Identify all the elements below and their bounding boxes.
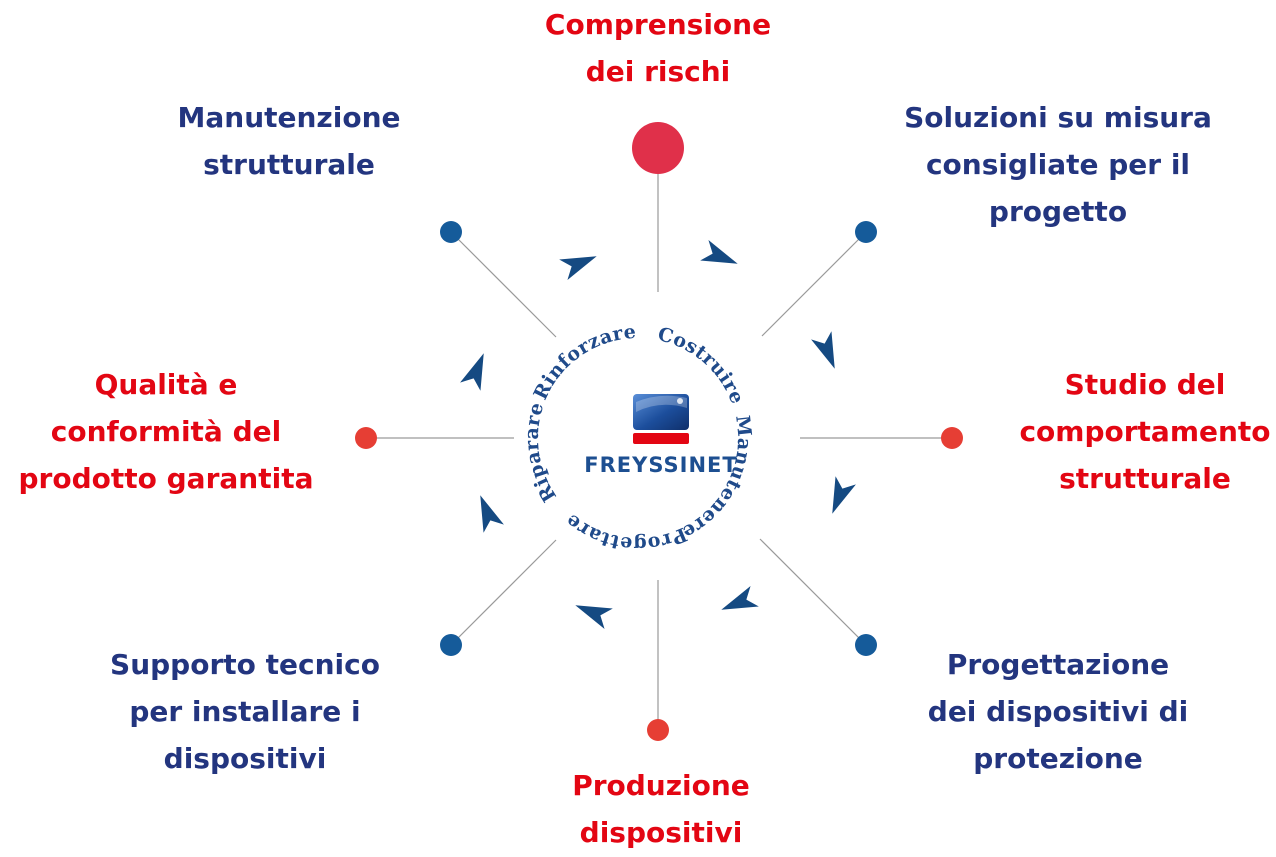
arrow-head-icon (832, 476, 856, 514)
label-soluzioni-su-misura: Soluzioni su misura consigliate per il p… (904, 101, 1212, 228)
spoke-top-right (761, 231, 867, 337)
arrow-head-icon (700, 240, 738, 264)
label-qualita-e-conformita: Qualità e conformità del prodotto garant… (18, 368, 314, 495)
node-studio (941, 427, 963, 449)
arrow-head-icon (559, 256, 597, 280)
node-soluzioni (855, 221, 877, 243)
spoke-bottom-left (450, 539, 557, 646)
ring-word-progettare: Progettare (561, 509, 690, 555)
ring-word-riparare: Riparare (521, 400, 561, 506)
spoke-lines (366, 148, 952, 730)
arrow-head-icon (460, 353, 484, 391)
label-progettazione-dispositivi: Progettazione dei dispositivi di protezi… (927, 648, 1189, 775)
node-progettazione (855, 634, 877, 656)
node-qualita (355, 427, 377, 449)
node-supporto (440, 634, 462, 656)
arrow-head-icon (721, 586, 759, 610)
spoke-bottom-right (759, 538, 867, 646)
ring-word-rinforzare: Rinforzare (529, 321, 637, 403)
brand-name: FREYSSINET (584, 453, 737, 477)
freyssinet-logo-icon (633, 394, 689, 444)
label-comprensione-dei-rischi: Comprensione dei rischi (544, 8, 772, 88)
spoke-top-left (450, 231, 557, 338)
node-manutenzione (440, 221, 462, 243)
label-produzione-dispositivi: Produzione dispositivi (572, 769, 750, 849)
node-comprensione (632, 122, 684, 174)
label-supporto-tecnico: Supporto tecnico per installare i dispos… (110, 648, 380, 775)
label-studio-del-comportamento: Studio del comportamento strutturale (1019, 368, 1271, 495)
label-manutenzione-strutturale: Manutenzione strutturale (177, 101, 401, 181)
arrow-head-icon (575, 605, 613, 629)
node-produzione (647, 719, 669, 741)
ring-word-manutenere: Manutenere (678, 414, 755, 543)
arrow-head-icon (480, 495, 504, 533)
arrow-head-icon (811, 331, 835, 369)
freyssinet-logo: FREYSSINET (584, 394, 737, 477)
cycle-arrows (460, 240, 856, 629)
